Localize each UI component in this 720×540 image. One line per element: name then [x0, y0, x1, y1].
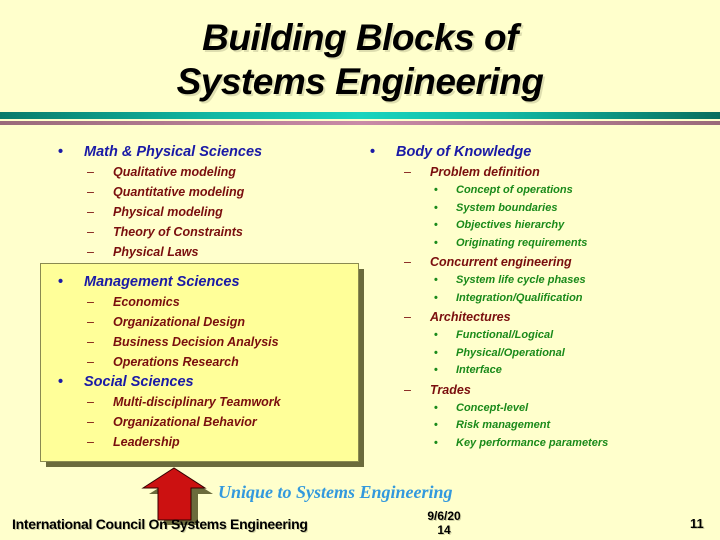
list-item: •Functional/Logical	[352, 327, 712, 345]
footer-date: 9/6/2014	[427, 509, 461, 537]
unique-caption: Unique to Systems Engineering	[218, 482, 453, 502]
dash-icon: –	[87, 225, 94, 239]
highlight-box	[40, 263, 359, 462]
group-label: –Problem definition	[352, 162, 712, 182]
bullet-icon: •	[434, 184, 438, 196]
list-item: –Operations Research	[40, 352, 360, 372]
list-heading: •Management Sciences	[58, 274, 240, 290]
dash-icon: –	[404, 310, 411, 324]
dash-icon: –	[87, 165, 94, 179]
list-item: •Integration/Qualification	[352, 290, 712, 308]
body-of-knowledge-list: •Body of Knowledge –Problem definition •…	[352, 142, 712, 452]
list-item: –Leadership	[40, 432, 360, 452]
title-divider-mauve	[0, 121, 720, 125]
dash-icon: –	[87, 295, 94, 309]
title-line-2: Systems Engineering	[176, 61, 544, 102]
group-label: –Architectures	[352, 307, 712, 327]
list-heading: •Social Sciences	[58, 374, 194, 390]
bullet-icon: •	[434, 219, 438, 231]
dash-icon: –	[404, 382, 411, 397]
list-item: –Organizational Behavior	[40, 412, 360, 432]
math-physical-sciences-list: •Math & Physical Sciences –Qualitative m…	[40, 142, 360, 262]
list-item: •Physical/Operational	[352, 345, 712, 363]
list-heading: •Body of Knowledge	[370, 144, 532, 160]
list-item: •Key performance parameters	[352, 435, 712, 453]
dash-icon: –	[87, 315, 94, 329]
bullet-icon: •	[434, 236, 438, 249]
dash-icon: –	[87, 395, 94, 409]
bullet-icon: •	[434, 201, 438, 214]
bullet-icon: •	[370, 144, 376, 160]
highlight-box-list: •Management Sciences –Economics –Organiz…	[40, 272, 360, 452]
footer-organization: International Council On Systems Enginee…	[12, 516, 308, 532]
bullet-icon: •	[434, 346, 438, 359]
list-item: •Risk management	[352, 417, 712, 435]
bullet-icon: •	[58, 144, 64, 160]
bullet-icon: •	[434, 436, 438, 449]
bullet-icon: •	[434, 419, 438, 431]
bullet-icon: •	[434, 329, 438, 341]
list-item: –Physical modeling	[40, 202, 360, 222]
dash-icon: –	[404, 255, 411, 269]
list-heading: •Math & Physical Sciences	[58, 144, 263, 160]
dash-icon: –	[87, 185, 94, 199]
bullet-icon: •	[434, 364, 438, 376]
title-line-1: Building Blocks of	[202, 17, 518, 58]
list-item: –Business Decision Analysis	[40, 332, 360, 352]
group-label: –Trades	[352, 380, 712, 400]
bullet-icon: •	[434, 291, 438, 304]
list-item: –Quantitative modeling	[40, 182, 360, 202]
bullet-icon: •	[58, 374, 64, 390]
slide-title: Building Blocks of Systems Engineering	[0, 16, 720, 104]
group-label: –Concurrent engineering	[352, 252, 712, 272]
list-item: –Multi-disciplinary Teamwork	[40, 392, 360, 412]
list-item: –Physical Laws	[40, 242, 360, 262]
list-item: •Objectives hierarchy	[352, 217, 712, 235]
list-item: •Concept of operations	[352, 182, 712, 200]
dash-icon: –	[87, 245, 94, 259]
bullet-icon: •	[434, 274, 438, 286]
dash-icon: –	[87, 355, 94, 369]
list-item: •System boundaries	[352, 200, 712, 218]
list-item: •Interface	[352, 362, 712, 380]
list-item: •System life cycle phases	[352, 272, 712, 290]
dash-icon: –	[87, 415, 94, 429]
list-item: –Organizational Design	[40, 312, 360, 332]
list-item: –Qualitative modeling	[40, 162, 360, 182]
list-item: •Concept-level	[352, 400, 712, 418]
bullet-icon: •	[58, 274, 64, 290]
dash-icon: –	[87, 435, 94, 449]
footer-page-number: 11	[690, 516, 704, 531]
title-divider-teal	[0, 112, 720, 119]
up-arrow-icon	[141, 465, 221, 530]
list-item: –Theory of Constraints	[40, 222, 360, 242]
bullet-icon: •	[434, 401, 438, 414]
list-item: –Economics	[40, 292, 360, 312]
dash-icon: –	[87, 335, 94, 349]
dash-icon: –	[404, 165, 411, 179]
dash-icon: –	[87, 205, 94, 219]
list-item: •Originating requirements	[352, 235, 712, 253]
